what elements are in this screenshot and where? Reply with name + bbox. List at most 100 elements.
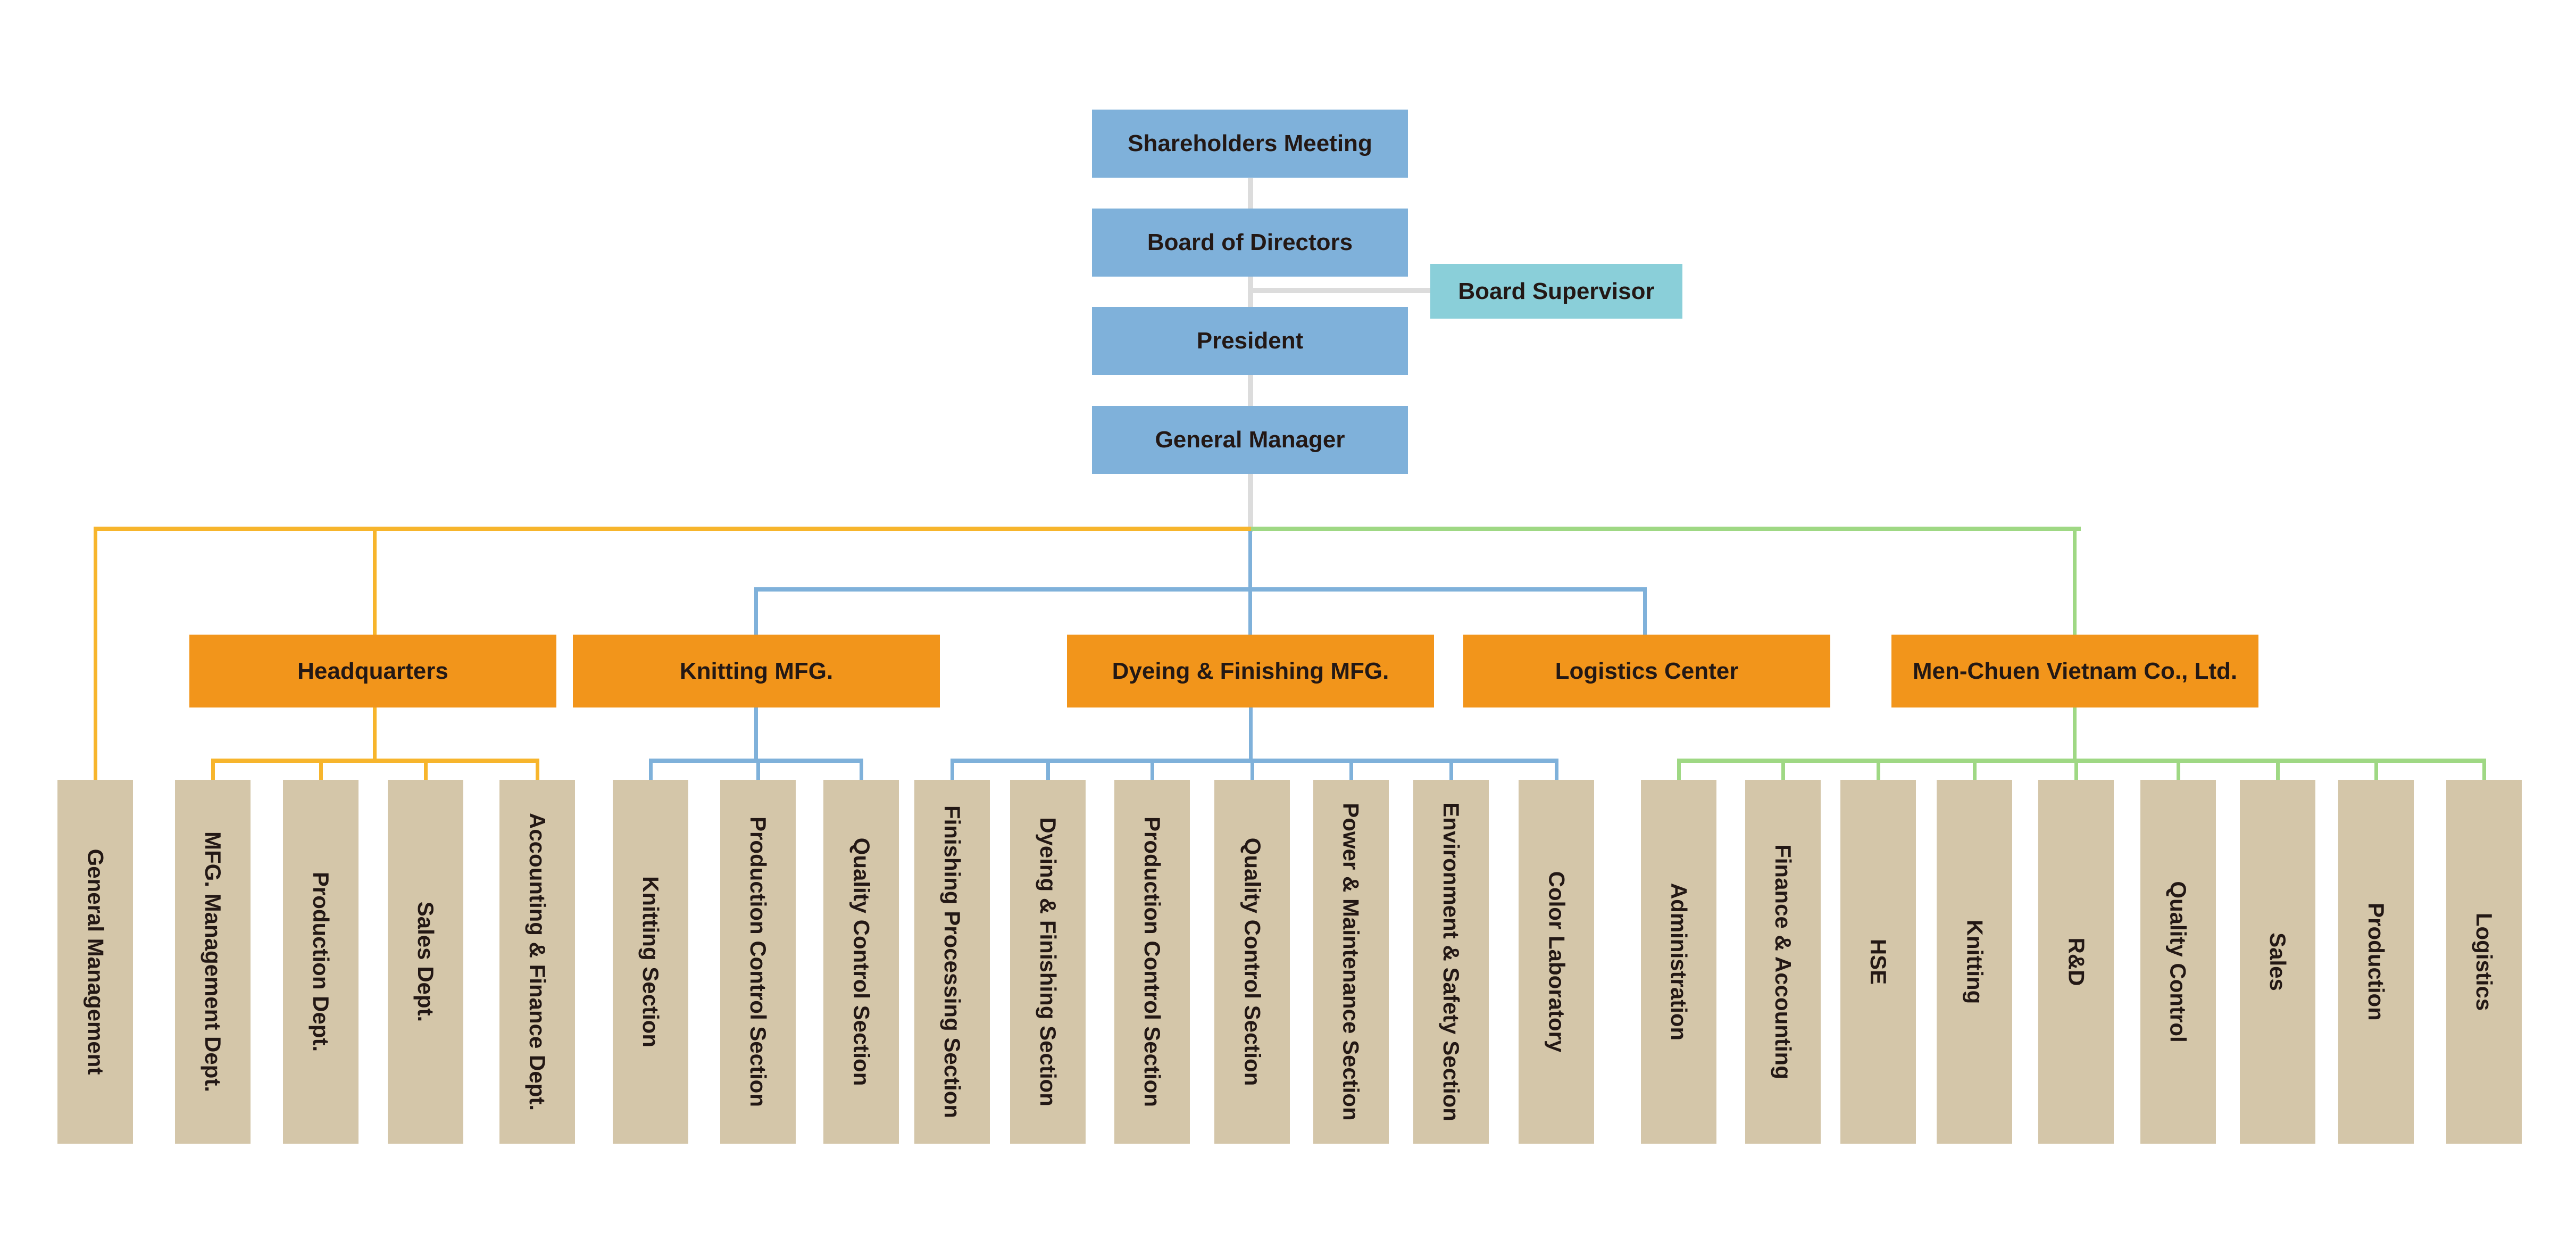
connector-unit-stub (2177, 759, 2180, 780)
connector-unit-stub (1349, 759, 1353, 780)
connector-unit-stub (649, 759, 653, 780)
unit-label: Finance & Accounting (1771, 844, 1796, 1079)
unit-box[interactable]: Power & Maintenance Section (1313, 780, 1389, 1144)
node-label: Board of Directors (1147, 229, 1353, 255)
connector-center-drop (1248, 531, 1252, 635)
unit-box[interactable]: Accounting & Finance Dept. (499, 780, 575, 1144)
unit-label: Logistics (2472, 912, 2497, 1011)
unit-box[interactable]: Finishing Processing Section (914, 780, 990, 1144)
connector-unit-stub (2074, 759, 2078, 780)
unit-label: General Management (83, 848, 108, 1075)
node-shareholders-meeting[interactable]: Shareholders Meeting (1092, 110, 1408, 178)
unit-label: Sales Dept. (413, 901, 438, 1022)
node-board-supervisor[interactable]: Board Supervisor (1430, 264, 1682, 319)
unit-label: Production (2364, 903, 2389, 1021)
unit-box[interactable]: Knitting (1937, 780, 2012, 1144)
connector-unit-stub (1449, 759, 1453, 780)
unit-box[interactable]: Color Laboratory (1519, 780, 1594, 1144)
unit-label: Production Dept. (309, 871, 334, 1052)
node-dyeing-finishing-mfg[interactable]: Dyeing & Finishing MFG. (1067, 635, 1434, 707)
unit-box[interactable]: Sales Dept. (388, 780, 463, 1144)
node-knitting-mfg[interactable]: Knitting MFG. (573, 635, 940, 707)
node-label: Headquarters (297, 657, 448, 684)
node-board-of-directors[interactable]: Board of Directors (1092, 209, 1408, 277)
unit-box[interactable]: Logistics (2446, 780, 2522, 1144)
unit-box[interactable]: Sales (2240, 780, 2315, 1144)
connector-dyeing_mfg-parent-drop (1249, 707, 1253, 759)
connector-vietnam-parent-drop (2073, 707, 2077, 759)
connector-unit-stub (2276, 759, 2280, 780)
connector-unit-stub (1781, 759, 1785, 780)
unit-label: Color Laboratory (1544, 871, 1570, 1053)
connector-unit-stub (211, 759, 215, 780)
unit-box[interactable]: Production Dept. (283, 780, 359, 1144)
node-general-manager[interactable]: General Manager (1092, 406, 1408, 474)
connector-vietnam-bar (1677, 759, 2486, 763)
unit-box[interactable]: R&D (2038, 780, 2114, 1144)
connector-hq-drop (373, 527, 377, 635)
unit-box[interactable]: Quality Control Section (1214, 780, 1290, 1144)
connector-logistics-drop (1643, 587, 1647, 635)
unit-label: Sales (2265, 933, 2290, 991)
node-label: Knitting MFG. (679, 657, 833, 684)
node-label: Shareholders Meeting (1128, 130, 1372, 156)
unit-label: Production Control Section (1140, 817, 1165, 1107)
unit-label: Power & Maintenance Section (1339, 803, 1364, 1121)
connector-unit-stub (2374, 759, 2378, 780)
unit-label: Environment & Safety Section (1439, 802, 1464, 1121)
connector-unit-stub (319, 759, 323, 780)
unit-box[interactable]: Quality Control Section (823, 780, 899, 1144)
connector-knitting_mfg-parent-drop (754, 707, 758, 759)
connector-unit-stub (1677, 759, 1681, 780)
connector-unit-stub (860, 759, 863, 780)
unit-general-management[interactable]: General Management (57, 780, 133, 1144)
node-label: Board Supervisor (1458, 278, 1655, 304)
unit-label: HSE (1865, 938, 1891, 985)
unit-box[interactable]: Administration (1641, 780, 1716, 1144)
connector-unit-stub (756, 759, 760, 780)
connector-unit-stub (2482, 759, 2486, 780)
connector-hq-bar (94, 527, 1251, 531)
connector-supervisor (1248, 288, 1436, 293)
unit-box[interactable]: Production (2338, 780, 2414, 1144)
unit-box[interactable]: Finance & Accounting (1745, 780, 1821, 1144)
connector-general-mgmt-drop (94, 527, 97, 780)
connector-unit-stub (1251, 759, 1254, 780)
connector-dyeing_mfg-bar (951, 759, 1558, 763)
node-label: Dyeing & Finishing MFG. (1112, 657, 1389, 684)
unit-box[interactable]: Production Control Section (720, 780, 796, 1144)
connector-unit-stub (1151, 759, 1154, 780)
connector-unit-stub (1555, 759, 1558, 780)
unit-label: Dyeing & Finishing Section (1036, 817, 1061, 1106)
unit-label: R&D (2064, 937, 2089, 986)
node-logistics-center[interactable]: Logistics Center (1463, 635, 1830, 707)
connector-mfg-bar (754, 587, 1647, 592)
node-headquarters[interactable]: Headquarters (189, 635, 556, 707)
node-president[interactable]: President (1092, 307, 1408, 375)
node-label: President (1196, 328, 1304, 354)
connector-knitting-drop (754, 587, 758, 635)
unit-label: Quality Control Section (849, 837, 874, 1086)
connector-unit-stub (951, 759, 954, 780)
unit-label: Knitting (1962, 919, 1988, 1004)
unit-label: Quality Control (2166, 881, 2191, 1043)
unit-box[interactable]: Production Control Section (1114, 780, 1190, 1144)
unit-box[interactable]: Knitting Section (613, 780, 688, 1144)
unit-box[interactable]: MFG. Management Dept. (175, 780, 251, 1144)
unit-label: Accounting & Finance Dept. (525, 812, 550, 1111)
connector-unit-stub (1877, 759, 1880, 780)
node-men-chuen-vietnam[interactable]: Men-Chuen Vietnam Co., Ltd. (1891, 635, 2258, 707)
node-label: General Manager (1155, 427, 1345, 453)
connector-unit-stub (536, 759, 539, 780)
unit-box[interactable]: Dyeing & Finishing Section (1010, 780, 1086, 1144)
unit-box[interactable]: Quality Control (2140, 780, 2216, 1144)
unit-label: MFG. Management Dept. (201, 831, 226, 1093)
connector-vn-drop (2073, 527, 2077, 635)
unit-box[interactable]: HSE (1840, 780, 1916, 1144)
node-label: Men-Chuen Vietnam Co., Ltd. (1912, 657, 2238, 684)
unit-box[interactable]: Environment & Safety Section (1413, 780, 1489, 1144)
connector-unit-stub (424, 759, 428, 780)
unit-label: Finishing Processing Section (940, 805, 965, 1119)
connector-unit-stub (1973, 759, 1977, 780)
